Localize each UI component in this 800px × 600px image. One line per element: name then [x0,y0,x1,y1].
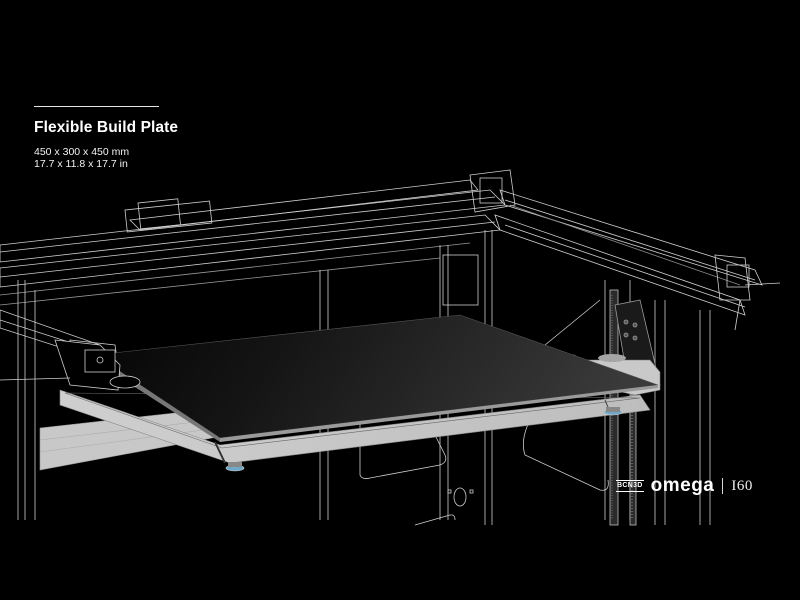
caption-block: Flexible Build Plate 450 x 300 x 450 mm … [34,106,178,170]
back-frame [0,169,781,526]
dimensions-in: 17.7 x 11.8 x 17.7 in [34,158,128,170]
model-name: I60 [731,477,753,494]
maker-logo: BCN3D [616,480,644,492]
left-carriage [0,339,141,391]
leveling-feet [225,407,623,472]
caption-divider [34,106,159,107]
brand-logo: BCN3D omega I60 [616,475,753,496]
caption-title: Flexible Build Plate [34,119,179,136]
dimensions-mm: 450 x 300 x 450 mm [34,146,130,158]
product-name: omega [650,475,715,496]
build-plate [90,314,659,442]
brand-divider [722,478,724,494]
